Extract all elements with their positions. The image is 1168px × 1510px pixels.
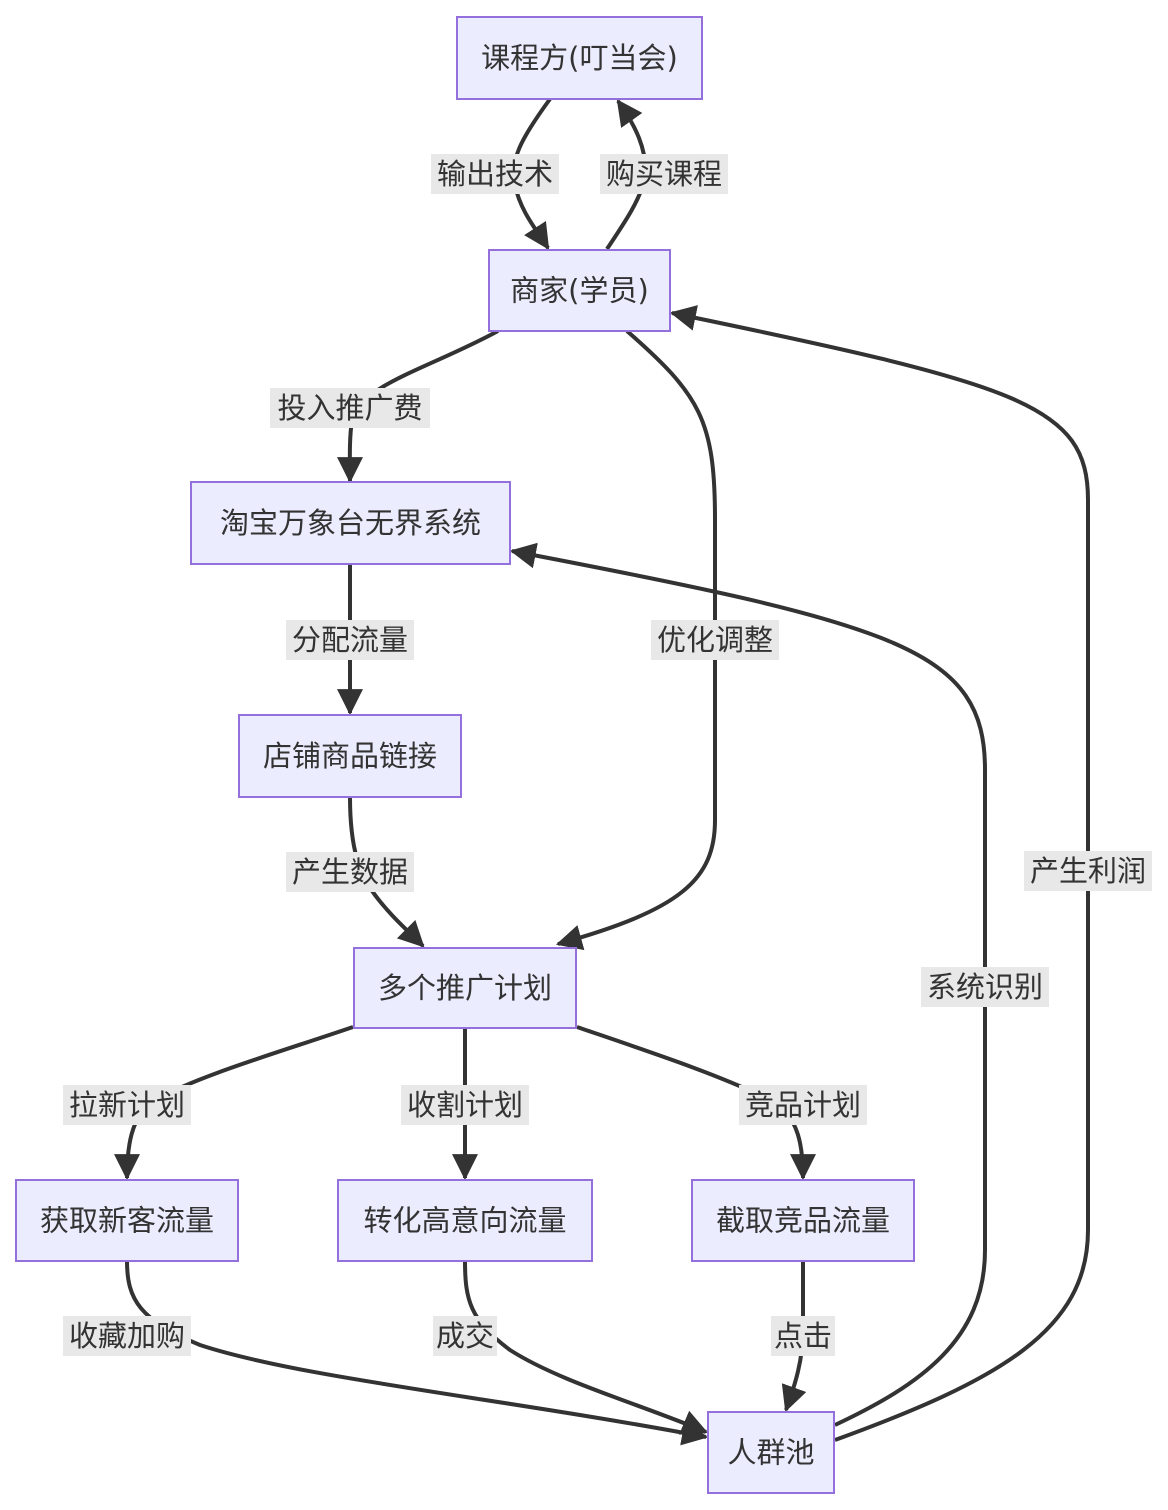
svg-text:收割计划: 收割计划 [407, 1088, 523, 1122]
edge-label-deal: 成交 [433, 1316, 497, 1356]
node-course-provider: 课程方(叮当会) [456, 16, 703, 100]
svg-text:产生数据: 产生数据 [292, 855, 408, 889]
svg-text:获取新客流量: 获取新客流量 [40, 1204, 214, 1238]
edge-label-optimize: 优化调整 [651, 620, 779, 660]
svg-text:竞品计划: 竞品计划 [745, 1088, 861, 1122]
svg-text:店铺商品链接: 店铺商品链接 [263, 739, 437, 773]
node-store-link: 店铺商品链接 [238, 714, 462, 798]
svg-text:分配流量: 分配流量 [292, 623, 408, 657]
edge-label-buy-course: 购买课程 [600, 154, 728, 194]
svg-text:产生利润: 产生利润 [1030, 854, 1146, 888]
svg-text:购买课程: 购买课程 [606, 157, 722, 191]
svg-text:投入推广费: 投入推广费 [277, 391, 422, 425]
edge-label-new-plan: 拉新计划 [63, 1085, 191, 1125]
edge-label-favorite-cart: 收藏加购 [63, 1316, 191, 1356]
edge-generate-data [348, 796, 425, 948]
node-merchant: 商家(学员) [488, 249, 671, 332]
svg-text:多个推广计划: 多个推广计划 [378, 971, 552, 1005]
edge-deal [463, 1260, 708, 1435]
svg-text:成交: 成交 [436, 1319, 494, 1353]
node-crowd-pool: 人群池 [707, 1411, 835, 1494]
node-high-intent-traffic: 转化高意向流量 [337, 1179, 593, 1262]
svg-text:淘宝万象台无界系统: 淘宝万象台无界系统 [220, 506, 481, 540]
svg-text:截取竞品流量: 截取竞品流量 [716, 1204, 890, 1238]
svg-text:转化高意向流量: 转化高意向流量 [363, 1204, 566, 1238]
edge-label-click: 点击 [771, 1316, 835, 1356]
svg-text:收藏加购: 收藏加购 [69, 1319, 185, 1353]
edge-system-identify [509, 542, 987, 1427]
edge-label-competitor-plan: 竞品计划 [739, 1085, 867, 1125]
svg-text:拉新计划: 拉新计划 [69, 1088, 185, 1122]
edge-label-output-tech: 输出技术 [431, 154, 559, 194]
edge-label-generate-data: 产生数据 [286, 852, 414, 892]
node-new-customer-traffic: 获取新客流量 [15, 1179, 239, 1262]
node-taobao-system: 淘宝万象台无界系统 [190, 481, 511, 565]
edge-favorite-cart [125, 1260, 709, 1446]
edge-label-system-identify: 系统识别 [921, 967, 1049, 1007]
edge-label-harvest-plan: 收割计划 [401, 1085, 529, 1125]
edge-label-distribute-traffic: 分配流量 [286, 620, 414, 660]
edge-label-profit: 产生利润 [1024, 851, 1152, 891]
svg-text:优化调整: 优化调整 [657, 623, 773, 657]
edge-optimize [555, 329, 717, 951]
node-competitor-traffic: 截取竞品流量 [691, 1179, 915, 1262]
svg-text:商家(学员): 商家(学员) [510, 274, 649, 308]
edge-label-invest-ad: 投入推广费 [270, 388, 430, 428]
svg-text:点击: 点击 [774, 1319, 832, 1353]
svg-text:人群池: 人群池 [727, 1436, 814, 1470]
svg-text:课程方(叮当会): 课程方(叮当会) [481, 41, 678, 75]
node-promo-plans: 多个推广计划 [353, 947, 577, 1029]
svg-text:输出技术: 输出技术 [437, 157, 553, 191]
svg-text:系统识别: 系统识别 [927, 970, 1043, 1004]
edge-profit [669, 305, 1090, 1442]
